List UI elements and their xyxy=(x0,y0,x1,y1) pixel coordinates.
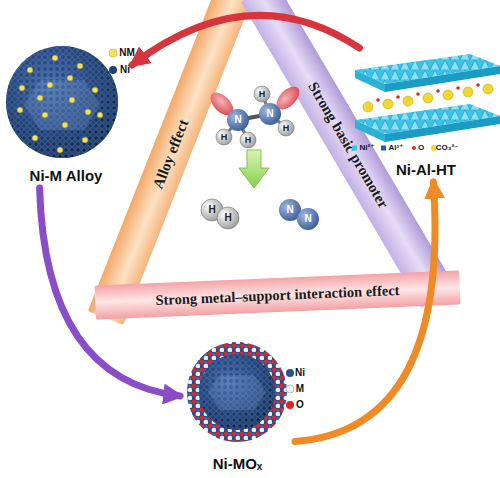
hydrotalcite-layers xyxy=(456,86,460,90)
ni-m-alloy-particle xyxy=(52,55,58,61)
legend-label: O xyxy=(296,400,304,410)
hydrogen-molecule xyxy=(201,199,239,229)
hydrotalcite-layers xyxy=(443,90,453,100)
hydrotalcite-layers xyxy=(352,54,500,151)
ni-m-alloy-particle xyxy=(77,63,83,69)
ni-m-alloy-particle xyxy=(82,137,88,143)
catalyst-node: Ni-M Alloy xyxy=(0,38,132,188)
ni-m-alloy-particle xyxy=(6,46,118,158)
hydrazine-molecule xyxy=(216,129,232,145)
hydrotalcite-layers xyxy=(385,116,500,142)
hydrotalcite-layers xyxy=(396,95,400,99)
atom-label: H xyxy=(259,90,266,99)
ni-mox-particle xyxy=(199,354,275,430)
hydrotalcite-layers xyxy=(483,84,493,94)
hydrazine-molecule xyxy=(259,103,281,125)
nitrogen-molecule xyxy=(279,199,319,230)
hydrotalcite-layers xyxy=(436,89,440,93)
ni-mox-particle xyxy=(199,354,275,430)
legend-label: O xyxy=(418,144,424,152)
ni-m-alloy-particle xyxy=(37,95,43,101)
legend-label: CO₃²⁻ xyxy=(436,144,459,152)
hydrotalcite-layers xyxy=(423,93,433,103)
hydrotalcite-layers xyxy=(355,70,385,92)
atom-label: N xyxy=(266,109,273,119)
hydrotalcite-layers xyxy=(376,98,380,102)
ni-mox-particle xyxy=(208,375,266,410)
ni-mox-particle xyxy=(187,342,294,442)
hydrogen-molecule xyxy=(217,207,239,229)
legend-label: M xyxy=(296,384,304,394)
catalyst-node: Ni-Al-HT xyxy=(352,48,500,182)
nitrogen-molecule xyxy=(297,208,319,230)
atom-label: H xyxy=(224,213,231,223)
legend-square xyxy=(352,146,357,151)
ni-m-alloy-particle xyxy=(47,82,53,88)
catalyst-label: Ni-M Alloy xyxy=(0,167,132,184)
atom-label: H xyxy=(221,133,228,142)
legend-dot xyxy=(286,401,294,409)
legend-label: Al³⁺ xyxy=(389,144,404,152)
hydrotalcite-layers xyxy=(403,96,413,106)
legend-label: Ni xyxy=(120,65,130,75)
ni-m-alloy-particle xyxy=(32,135,38,141)
band-label: Strong metal–support interaction effect xyxy=(155,281,400,308)
atom-label: N xyxy=(286,205,293,215)
hydrotalcite-layers xyxy=(363,84,493,112)
catalyst-label: Ni-Al-HT xyxy=(352,161,500,178)
atom-label: N xyxy=(234,115,241,125)
ni-m-alloy-particle xyxy=(57,147,63,153)
catalyst-label: Ni-MOₓ xyxy=(180,455,295,472)
atom-label: N xyxy=(304,214,311,224)
effect-band: Alloy effect xyxy=(87,0,252,325)
atom-label: H xyxy=(245,136,252,145)
ni-m-alloy-particle xyxy=(42,112,48,118)
catalyst-node: Ni-MOₓ xyxy=(180,338,295,476)
effect-band: Strong basic promoter xyxy=(241,0,456,308)
ni-mox-particle xyxy=(187,342,287,442)
legend-dot xyxy=(286,369,294,377)
legend-label: Ni²⁺ xyxy=(360,144,375,152)
ni-m-alloy-particle xyxy=(19,85,25,91)
hydrazine-molecule xyxy=(278,120,294,136)
hydrotalcite-layers xyxy=(476,83,480,87)
atom-label: H xyxy=(208,205,215,215)
legend-square xyxy=(381,146,386,151)
hydrazine-molecule xyxy=(254,86,270,102)
hydrotalcite-layers xyxy=(416,92,420,96)
ni-m-alloy-particle xyxy=(27,67,33,73)
hydrazine-molecule xyxy=(240,132,256,148)
legend-label: NM xyxy=(119,48,135,58)
legend-dot xyxy=(286,385,294,393)
cycle-arrow xyxy=(132,15,359,65)
band-label: Alloy effect xyxy=(149,117,192,191)
ni-m-alloy-particle xyxy=(6,46,118,158)
hydrotalcite-layers xyxy=(376,83,480,102)
legend-dot xyxy=(412,146,416,150)
hydrotalcite-layers xyxy=(385,66,500,92)
ni-m-alloy-particle xyxy=(97,112,103,118)
ni-m-alloy-particle xyxy=(24,80,100,130)
ni-m-alloy-particle xyxy=(67,75,73,81)
effect-band: Strong metal–support interaction effect xyxy=(94,270,460,319)
reaction-arrow xyxy=(239,150,269,188)
ni-m-alloy-particle xyxy=(92,87,98,93)
atom-label: H xyxy=(283,124,290,133)
ni-m-alloy-particle xyxy=(62,122,68,128)
hydrotalcite-layers xyxy=(383,99,393,109)
legend-dot xyxy=(109,49,117,57)
hydrotalcite-layers xyxy=(463,87,473,97)
ni-m-alloy-particle xyxy=(6,46,118,158)
ni-m-alloy-particle xyxy=(85,109,91,115)
hydrotalcite-layers xyxy=(363,102,373,112)
hydrazine-molecule xyxy=(227,109,249,131)
hydrazine-molecule xyxy=(206,82,303,148)
legend-dot xyxy=(109,66,117,74)
ni-m-alloy-particle xyxy=(17,107,23,113)
ni-m-alloy-particle xyxy=(69,97,75,103)
ni-m-alloy-particle xyxy=(17,55,103,153)
legend-label: Ni xyxy=(295,368,305,378)
